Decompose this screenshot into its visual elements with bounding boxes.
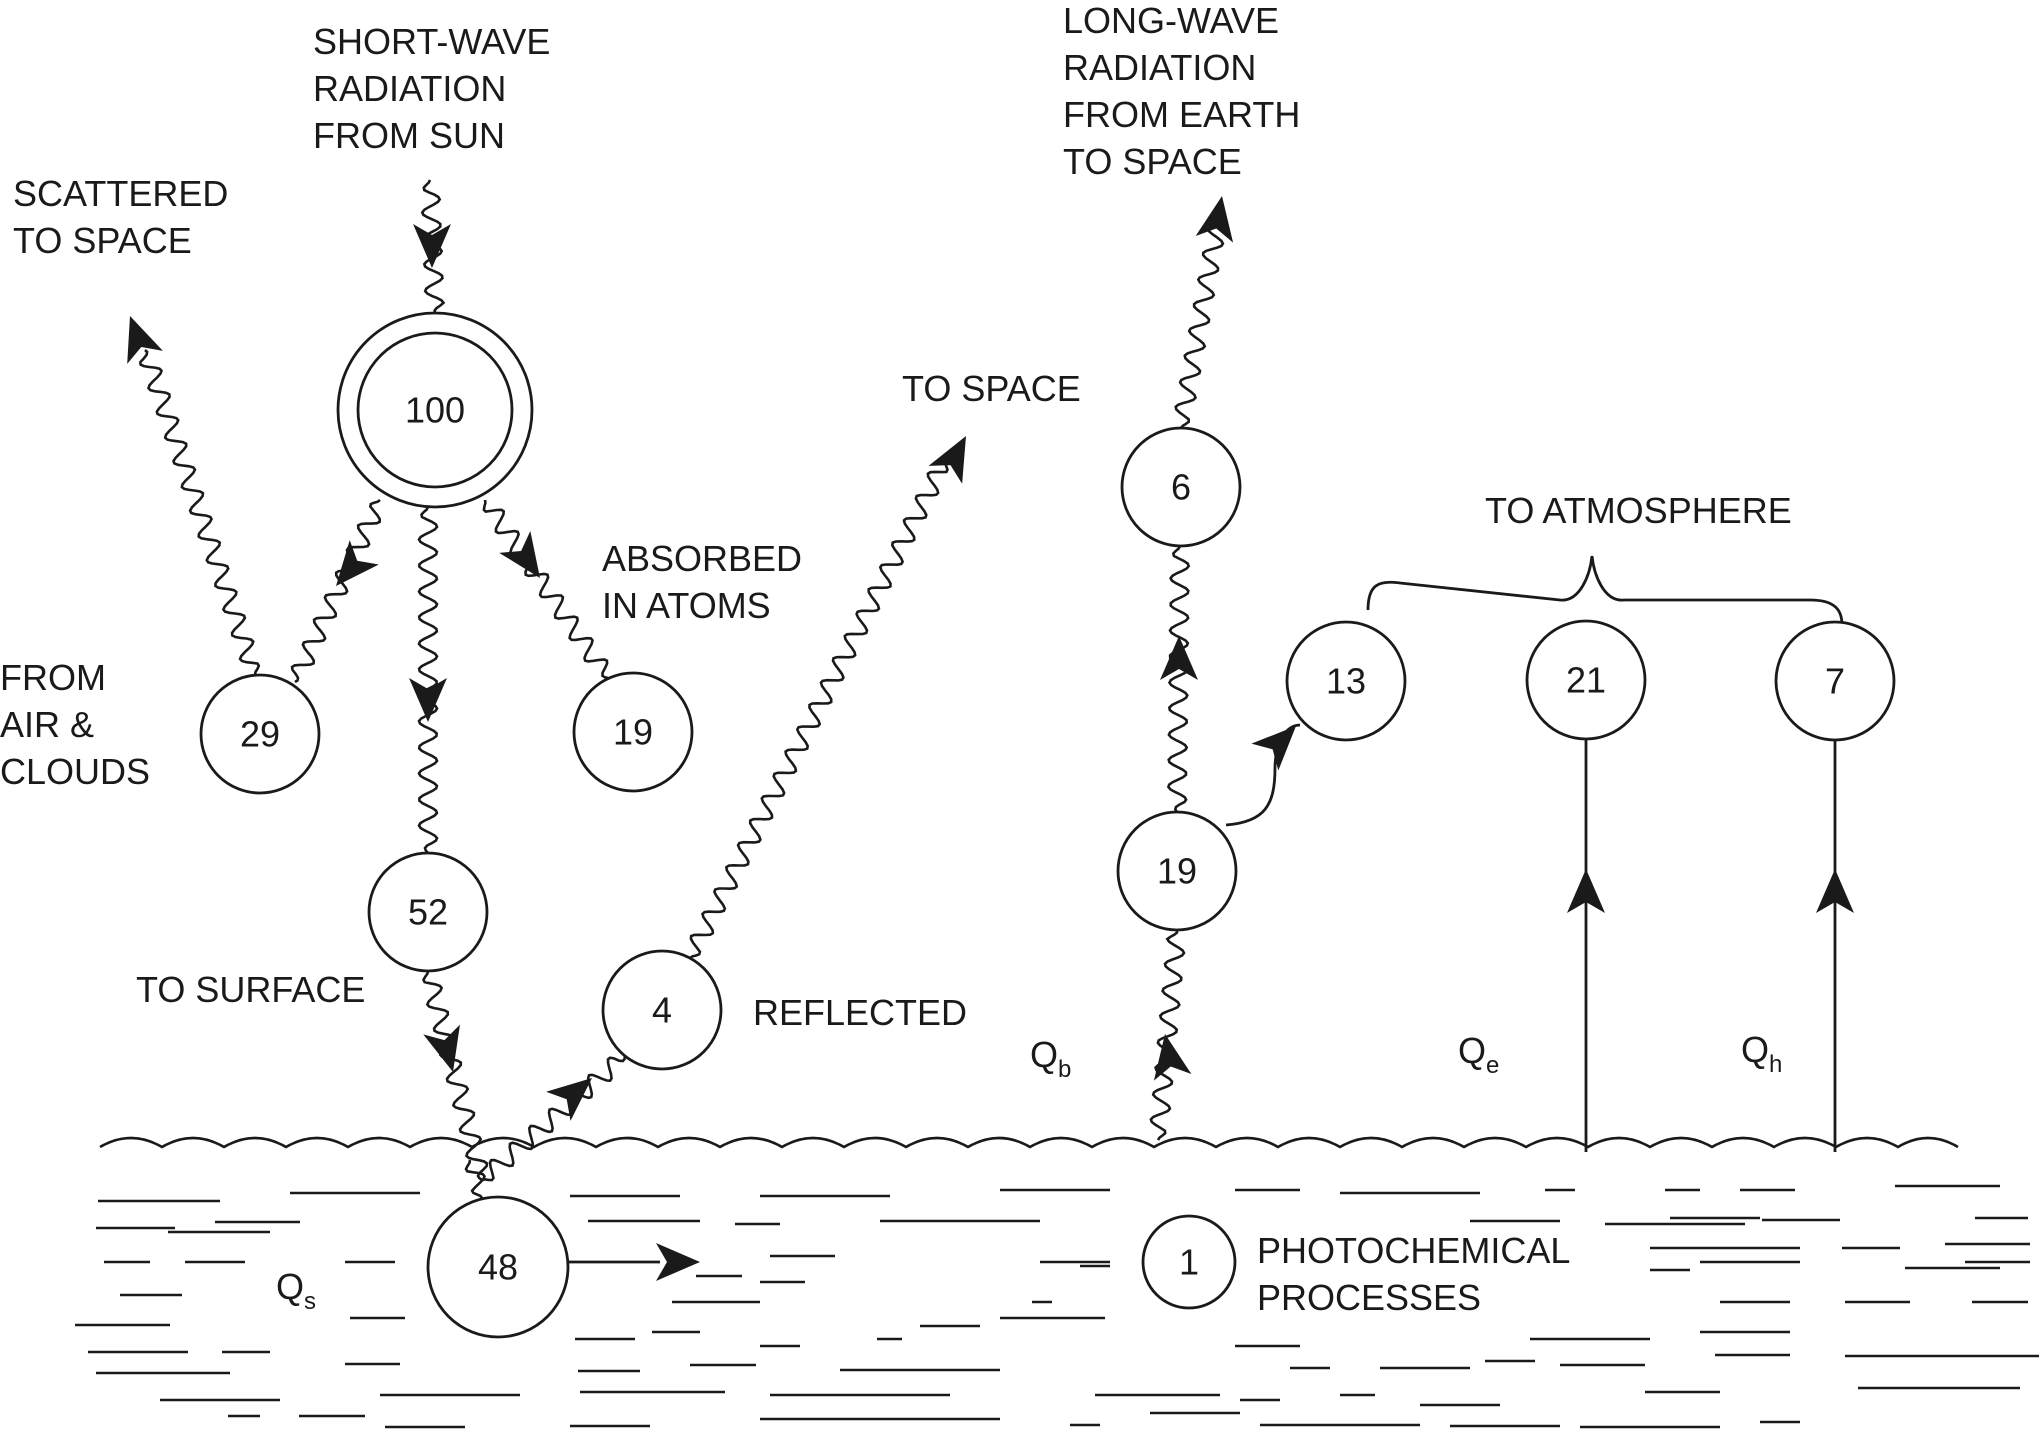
longwave-label-line-4: TO SPACE	[1063, 141, 1242, 182]
from-air-label: FROM AIR & CLOUDS	[0, 657, 150, 792]
radiation-paths	[139, 179, 1225, 1199]
qe-arrowhead	[1567, 869, 1605, 913]
absorbed-ocean-node	[426, 1195, 570, 1339]
reflected-node-value: 4	[652, 990, 672, 1031]
ocean-side-arrowhead	[656, 1243, 700, 1281]
scatter-in-wave	[290, 498, 381, 684]
qh-arrowhead	[1816, 869, 1854, 913]
atmosphere-brace	[1366, 555, 1844, 626]
shortwave-label-line-2: RADIATION	[313, 68, 506, 109]
longwave-label: LONG-WAVE RADIATION FROM EARTH TO SPACE	[1063, 0, 1310, 182]
lw-upper-arrowhead	[1195, 196, 1234, 243]
reflected-node	[601, 949, 723, 1071]
qs-sub: s	[304, 1288, 316, 1315]
reflect-space-wave	[689, 459, 949, 960]
longwave-net-node-value: 19	[1157, 851, 1197, 892]
to-surface-node	[367, 851, 489, 973]
longwave-label-line-3: FROM EARTH	[1063, 94, 1300, 135]
qb-sub: b	[1058, 1056, 1071, 1083]
absorbed-label-line-1: ABSORBED	[602, 538, 802, 579]
surface-in-wave	[422, 970, 489, 1182]
to-13-arrowhead	[1251, 726, 1296, 771]
scattered-node	[199, 673, 321, 795]
reflect-out-arrowhead	[546, 1078, 592, 1121]
sensible-heat-node-value: 7	[1825, 661, 1845, 702]
absorbed-node	[572, 671, 694, 793]
photochemical-node	[1141, 1214, 1237, 1310]
reflect-out-wave	[481, 1055, 627, 1182]
shortwave-label: SHORT-WAVE RADIATION FROM SUN	[313, 21, 560, 156]
longwave-space-node-value: 6	[1171, 467, 1191, 508]
absorbed-node-value: 19	[613, 712, 653, 753]
reflected-label: REFLECTED	[753, 992, 967, 1033]
longwave-label-line-1: LONG-WAVE	[1063, 0, 1279, 41]
lw-upper-wave	[1174, 220, 1225, 429]
sun-node-value: 100	[405, 390, 465, 431]
from-air-label-line-2: AIR &	[0, 704, 94, 745]
photochemical-label-line-1: PHOTOCHEMICAL	[1257, 1230, 1569, 1271]
water-dashes	[75, 1184, 2039, 1429]
longwave-net-node	[1116, 810, 1238, 932]
sun-node-inner	[356, 331, 514, 489]
photochemical-label: PHOTOCHEMICAL PROCESSES	[1257, 1230, 1579, 1318]
lw-middle-arrowhead	[1160, 636, 1198, 680]
absorbed-label-line-2: IN ATOMS	[602, 585, 771, 626]
absorbed-arrowhead	[499, 531, 540, 578]
reflect-space-arrowhead	[928, 436, 966, 484]
scatter-in-arrowhead	[336, 540, 379, 586]
qs-symbol: Qs	[276, 1266, 316, 1315]
to-atmosphere-label: TO ATMOSPHERE	[1485, 490, 1792, 531]
scattered-label-line-1: SCATTERED	[13, 173, 228, 214]
longwave-label-line-2: RADIATION	[1063, 47, 1256, 88]
qb-main: Q	[1030, 1034, 1058, 1075]
ocean-surface	[99, 1136, 1959, 1149]
longwave-space-node	[1120, 426, 1242, 548]
arrowheads	[127, 196, 1854, 1281]
scattered-node-value: 29	[240, 714, 280, 755]
qe-main: Q	[1458, 1030, 1486, 1071]
to-surface-node-value: 52	[408, 892, 448, 933]
heat-flux-lines	[568, 555, 1844, 1264]
qe-symbol: Qe	[1458, 1030, 1499, 1079]
ocean-link-wave	[464, 1159, 486, 1199]
absorbed-label: ABSORBED IN ATOMS	[602, 538, 812, 626]
photochemical-label-line-2: PROCESSES	[1257, 1277, 1481, 1318]
shortwave-label-line-3: FROM SUN	[313, 115, 505, 156]
to-surface-label: TO SURFACE	[136, 969, 365, 1010]
flux-nodes: 100 29 19 52 4 48 1 6 19 13 21 7	[199, 311, 1896, 1339]
back-to-atmosphere-node-value: 13	[1326, 661, 1366, 702]
evaporation-node	[1525, 619, 1647, 741]
scatter-out-wave	[139, 349, 261, 676]
lw-lower-arrowhead	[1153, 1034, 1192, 1081]
qe-sub: e	[1486, 1052, 1499, 1079]
sensible-heat-node	[1774, 620, 1896, 742]
to-surface-wave	[417, 506, 439, 854]
qb-symbol: Qb	[1030, 1034, 1071, 1083]
qh-sub: h	[1769, 1051, 1782, 1078]
from-air-label-line-1: FROM	[0, 657, 106, 698]
scattered-label: SCATTERED TO SPACE	[13, 173, 238, 261]
lw-middle-wave	[1166, 545, 1191, 813]
qh-main: Q	[1741, 1029, 1769, 1070]
sun-incoming-arrowhead	[413, 224, 451, 268]
from-air-label-line-3: CLOUDS	[0, 751, 150, 792]
text-labels: SHORT-WAVE RADIATION FROM SUN SCATTERED …	[0, 0, 1792, 1318]
absorbed-wave	[482, 499, 609, 680]
qs-main: Q	[276, 1266, 304, 1307]
to-surface-arrowhead	[409, 678, 447, 722]
evaporation-node-value: 21	[1566, 660, 1606, 701]
photochemical-node-value: 1	[1179, 1242, 1199, 1283]
qh-symbol: Qh	[1741, 1029, 1782, 1078]
surface-in-arrowhead	[423, 1024, 460, 1072]
to-space-label: TO SPACE	[902, 368, 1081, 409]
shortwave-label-line-1: SHORT-WAVE	[313, 21, 550, 62]
absorbed-ocean-node-value: 48	[478, 1247, 518, 1288]
scatter-out-arrowhead	[127, 316, 163, 364]
lw-lower-wave	[1149, 930, 1186, 1141]
back-to-atmosphere-node	[1285, 620, 1407, 742]
scattered-label-line-2: TO SPACE	[13, 220, 192, 261]
